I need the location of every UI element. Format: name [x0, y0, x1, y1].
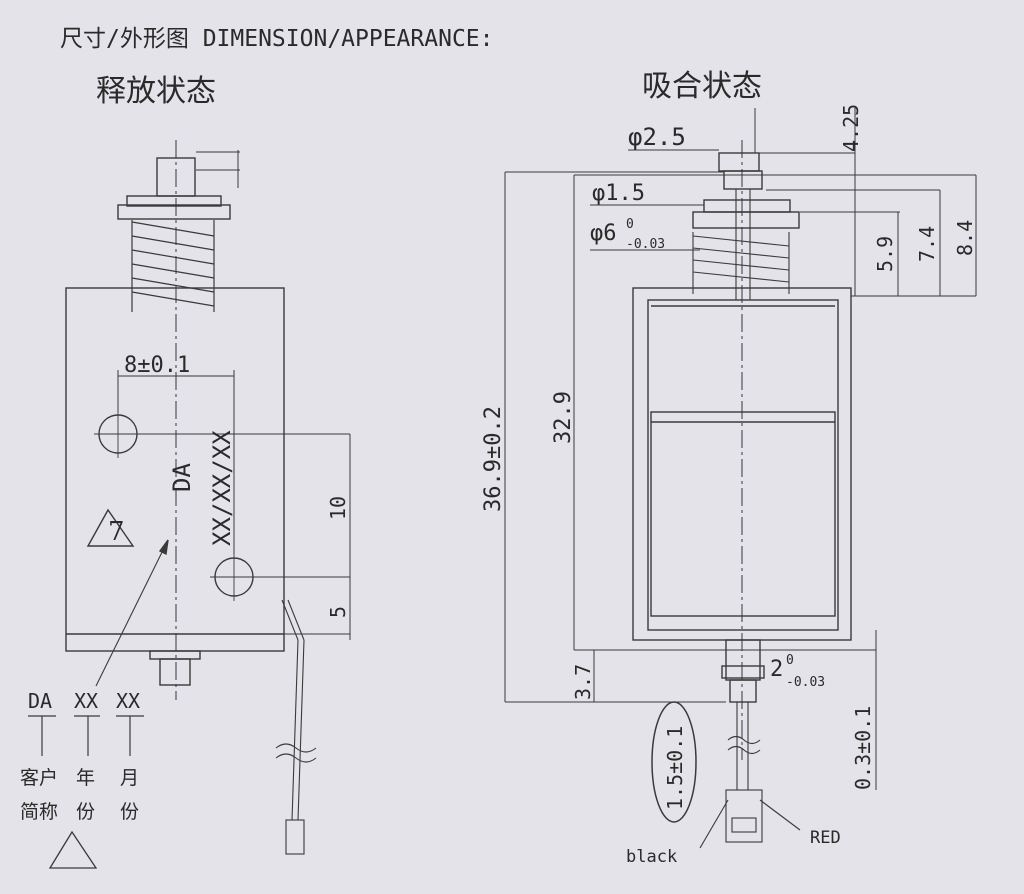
- plunger-flange-attracted: [692, 211, 800, 229]
- spring-attracted: [692, 232, 790, 294]
- released-view: [65, 140, 351, 855]
- bottom-pin-attracted: [725, 639, 761, 681]
- svg-text:份: 份: [76, 801, 95, 823]
- svg-text:客户: 客户: [20, 767, 58, 789]
- svg-text:份: 份: [120, 801, 139, 823]
- lead-wires: [275, 599, 317, 855]
- marking-code-da: DA: [168, 463, 196, 492]
- legend-item-month: XX 月 份: [116, 689, 144, 823]
- spring: [131, 220, 215, 312]
- dim-hole-offset-5: 5: [326, 606, 350, 618]
- svg-text:0: 0: [626, 217, 634, 232]
- dim-shaft-dia: φ1.5: [592, 181, 645, 206]
- dim-head-height: 4.25: [839, 104, 863, 152]
- legend-item-customer: DA 客户 简称: [20, 689, 58, 823]
- legend-triangle: [48, 830, 98, 869]
- svg-text:月: 月: [120, 767, 139, 789]
- lead-connector: [285, 819, 305, 855]
- attracted-view: [504, 108, 977, 849]
- svg-text:-0.03: -0.03: [786, 675, 825, 690]
- bottom-pin: [159, 658, 191, 686]
- svg-text:DA: DA: [28, 689, 52, 713]
- dim-lead-length: 1.5±0.1: [663, 726, 687, 810]
- dim-width-8: 8±0.1: [124, 353, 190, 378]
- coil-section: [650, 411, 836, 617]
- released-state-label: 释放状态: [96, 74, 216, 109]
- dim-hole-spacing-10: 10: [326, 496, 350, 520]
- svg-text:简称: 简称: [20, 801, 58, 823]
- lead-wires-attracted: [699, 702, 801, 849]
- dim-body-length: 32.9: [551, 391, 576, 444]
- marking-date-code: XX/XX/XX: [208, 430, 236, 546]
- wire-black-label: black: [626, 847, 677, 867]
- dim-pin-gap: 0.3±0.1: [851, 706, 875, 790]
- legend-item-year: XX 年 份: [74, 689, 100, 823]
- wire-red-label: RED: [810, 828, 841, 848]
- note-number: 7: [108, 517, 125, 547]
- plunger-flange: [117, 204, 231, 220]
- attracted-state-label: 吸合状态: [642, 69, 762, 104]
- marking-leader: [95, 539, 169, 687]
- dim-pin-dia: 2 0 -0.03: [770, 653, 825, 690]
- svg-text:-0.03: -0.03: [626, 237, 665, 252]
- dim-head-dia: φ2.5: [628, 123, 686, 151]
- svg-text:XX: XX: [74, 689, 98, 713]
- drawing-title: 尺寸/外形图 DIMENSION/APPEARANCE:: [60, 26, 494, 52]
- svg-text:2: 2: [770, 657, 783, 682]
- svg-text:XX: XX: [116, 689, 140, 713]
- svg-text:φ6: φ6: [590, 221, 617, 246]
- plunger-head: [718, 152, 760, 172]
- svg-text:0: 0: [786, 653, 794, 668]
- dim-bottom-length: 3.7: [571, 664, 595, 700]
- dim-total-length: 36.9±0.2: [481, 406, 506, 512]
- dim-8-4: 8.4: [953, 220, 977, 256]
- dim-7-4: 7.4: [915, 226, 939, 262]
- lead-connector-attracted: [725, 789, 763, 843]
- note-triangle: [86, 508, 135, 547]
- svg-text:年: 年: [76, 767, 95, 789]
- dim-flange-dia: φ6 0 -0.03: [590, 217, 665, 252]
- marking-legend: DA 客户 简称 XX 年 份 XX 月 份: [20, 689, 144, 869]
- dim-5-9: 5.9: [873, 236, 897, 272]
